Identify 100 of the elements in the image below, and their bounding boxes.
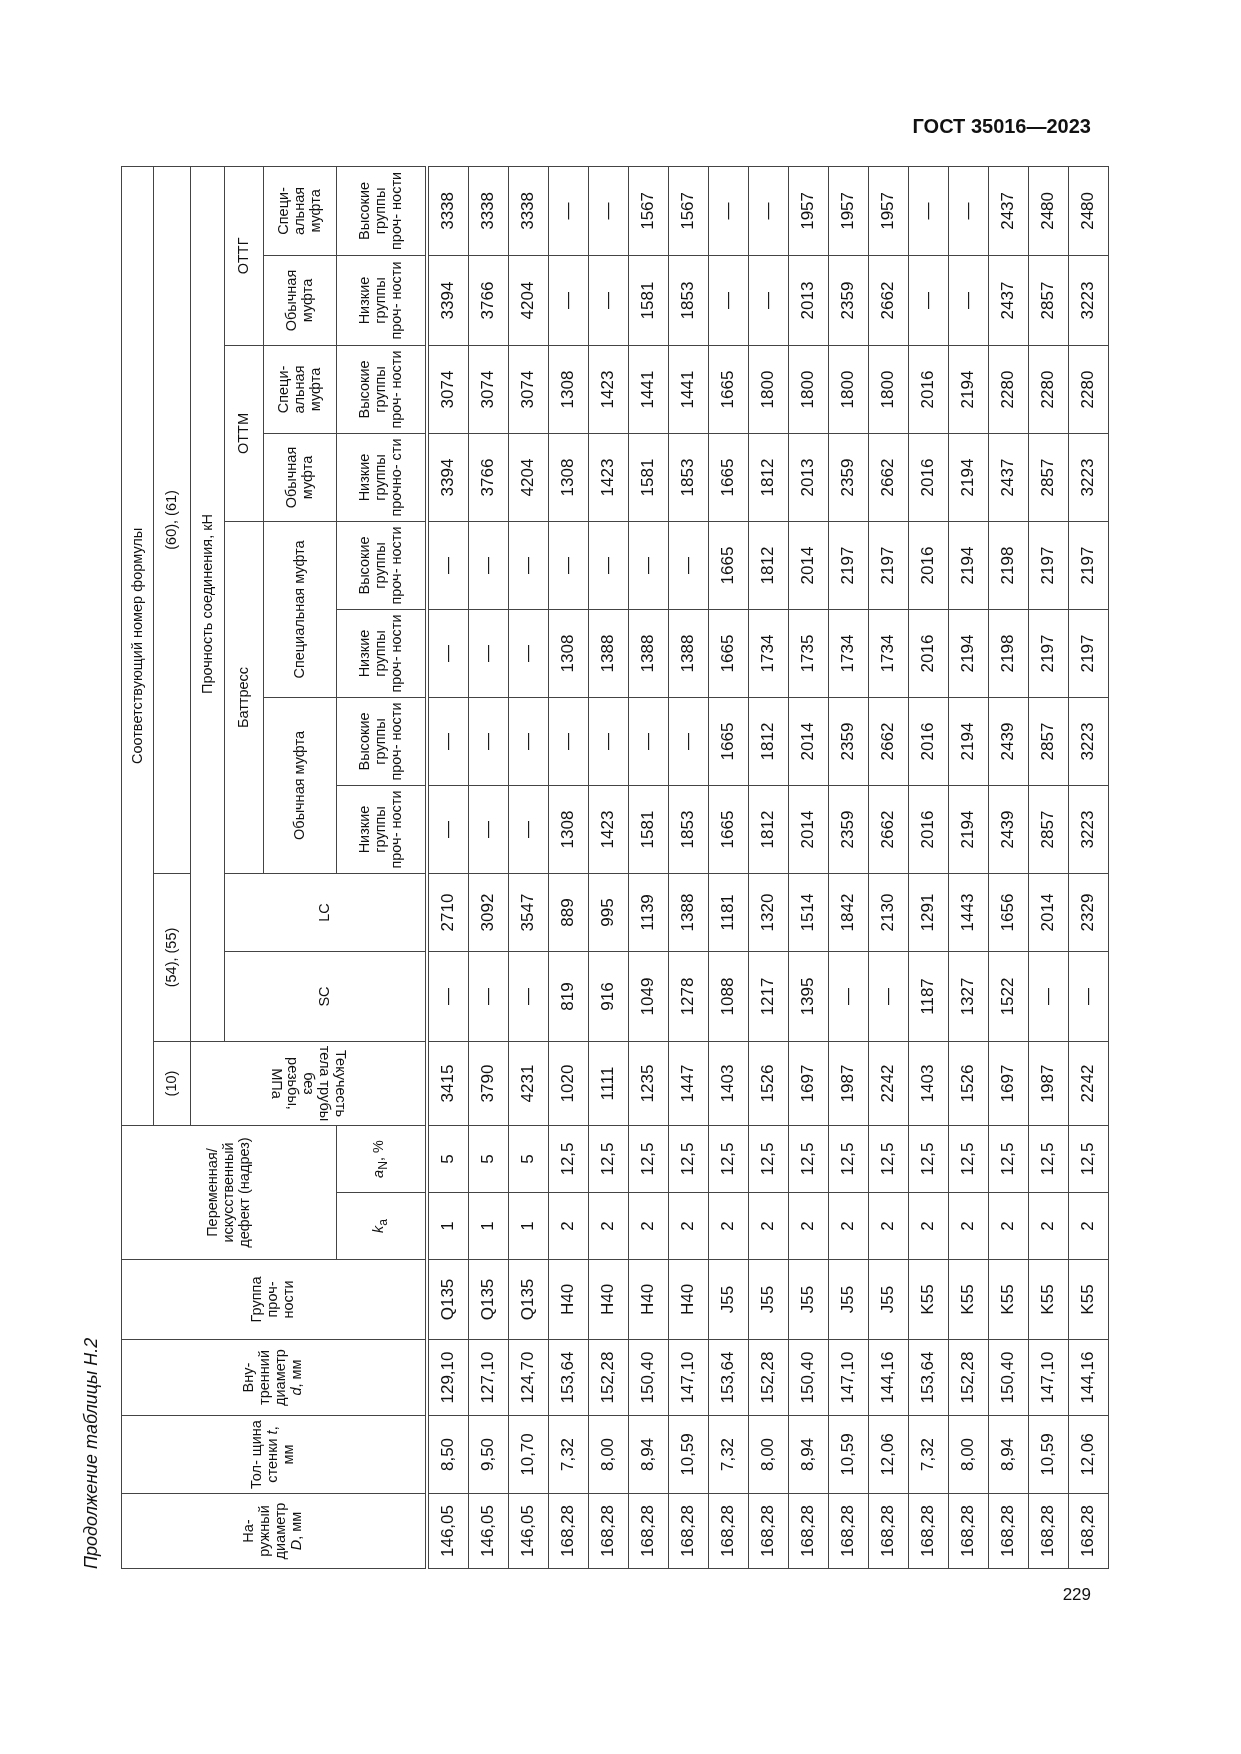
table-value: —	[668, 697, 708, 786]
table-value: —	[426, 521, 468, 610]
table-value: 889	[548, 873, 588, 952]
table-value: 995	[588, 873, 628, 952]
table-value: 2013	[788, 433, 828, 522]
column-header: (10)	[153, 1041, 191, 1126]
table-value: 3338	[426, 166, 468, 256]
table-value: 2013	[788, 255, 828, 346]
table-value: 1697	[988, 1041, 1028, 1126]
table-value: 2014	[788, 521, 828, 610]
table-value: 2194	[948, 785, 988, 874]
table-value: 12,06	[868, 1415, 908, 1494]
table-value: 2197	[1028, 521, 1068, 610]
table-value: K55	[988, 1259, 1028, 1340]
table-value: 1320	[748, 873, 788, 952]
table-value: —	[508, 951, 548, 1042]
table-value: 2857	[1028, 785, 1068, 874]
table-value: 1957	[788, 166, 828, 256]
column-header: Специ- альная муфта	[263, 345, 337, 434]
table-value: 168,28	[1068, 1493, 1108, 1569]
table-value: 916	[588, 951, 628, 1042]
table-value: 2	[668, 1192, 708, 1260]
table-value: 3074	[468, 345, 508, 434]
table-value: 2329	[1068, 873, 1108, 952]
table-value: 1957	[828, 166, 868, 256]
table-value: 1423	[588, 345, 628, 434]
table-value: —	[468, 785, 508, 874]
table-value: 152,28	[748, 1339, 788, 1416]
table-value: 1800	[788, 345, 828, 434]
table-value: 2	[868, 1192, 908, 1260]
table-value: 8,50	[426, 1415, 468, 1494]
table-value: 1957	[868, 166, 908, 256]
table-value: 2662	[868, 697, 908, 786]
table-value: 1853	[668, 785, 708, 874]
table-value: 1	[468, 1192, 508, 1260]
table-value: 9,50	[468, 1415, 508, 1494]
table-value: 1	[426, 1192, 468, 1260]
table-value: 1327	[948, 951, 988, 1042]
table-value: 2014	[788, 697, 828, 786]
table-value: 1441	[628, 345, 668, 434]
table-value: 2016	[908, 697, 948, 786]
table-value: 1388	[588, 609, 628, 698]
table-value: 3223	[1068, 785, 1108, 874]
table-value: 5	[508, 1125, 548, 1193]
table-value: 1665	[708, 433, 748, 522]
table-value: 12,5	[828, 1125, 868, 1193]
table-value: 3394	[426, 433, 468, 522]
table-value: 12,5	[988, 1125, 1028, 1193]
table-value: 152,28	[948, 1339, 988, 1416]
table-value: 3394	[426, 255, 468, 346]
table-value: 1187	[908, 951, 948, 1042]
table-value: —	[908, 255, 948, 346]
table-value: 1441	[668, 345, 708, 434]
table-value: 144,16	[868, 1339, 908, 1416]
table-value: 2857	[1028, 697, 1068, 786]
table-value: 144,16	[1068, 1339, 1108, 1416]
table-value: —	[628, 697, 668, 786]
table-value: 150,40	[788, 1339, 828, 1416]
table-value: 153,64	[548, 1339, 588, 1416]
table-value: 4204	[508, 433, 548, 522]
table-value: —	[468, 951, 508, 1042]
table-value: 8,94	[788, 1415, 828, 1494]
table-value: —	[588, 166, 628, 256]
table-value: 1734	[828, 609, 868, 698]
table-value: 2	[788, 1192, 828, 1260]
table-value: Q135	[508, 1259, 548, 1340]
table-value: 3074	[508, 345, 548, 434]
table-value: 12,5	[748, 1125, 788, 1193]
table-value: 1581	[628, 433, 668, 522]
table-value: 12,5	[708, 1125, 748, 1193]
table-value: 2242	[868, 1041, 908, 1126]
table-value: Q135	[468, 1259, 508, 1340]
table-value: 2	[708, 1192, 748, 1260]
table-value: 1522	[988, 951, 1028, 1042]
table-value: 1842	[828, 873, 868, 952]
table-value: 168,28	[588, 1493, 628, 1569]
table-value: —	[508, 609, 548, 698]
table-value: 2198	[988, 609, 1028, 698]
table-value: 10,59	[828, 1415, 868, 1494]
table-value: Q135	[426, 1259, 468, 1340]
table-value: 2016	[908, 345, 948, 434]
column-header: Соответствующий номер формулы	[121, 166, 154, 1126]
table-value: 7,32	[548, 1415, 588, 1494]
table-value: 147,10	[668, 1339, 708, 1416]
table-value: —	[948, 255, 988, 346]
column-header: Обычная муфта	[263, 255, 337, 346]
table-value: 1987	[828, 1041, 868, 1126]
table-value: 2	[828, 1192, 868, 1260]
table-value: 2	[988, 1192, 1028, 1260]
table-value: 12,5	[1068, 1125, 1108, 1193]
table-value: 1800	[748, 345, 788, 434]
table-value: 147,10	[828, 1339, 868, 1416]
table-value: 3074	[426, 345, 468, 434]
table-value: 2194	[948, 609, 988, 698]
table-value: 4204	[508, 255, 548, 346]
table-value: —	[1028, 951, 1068, 1042]
column-header: Текучесть тела трубы без резьбы, МПа	[190, 1041, 427, 1126]
table-value: 4231	[508, 1041, 548, 1126]
table-value: 2194	[948, 433, 988, 522]
table-value: 1734	[748, 609, 788, 698]
